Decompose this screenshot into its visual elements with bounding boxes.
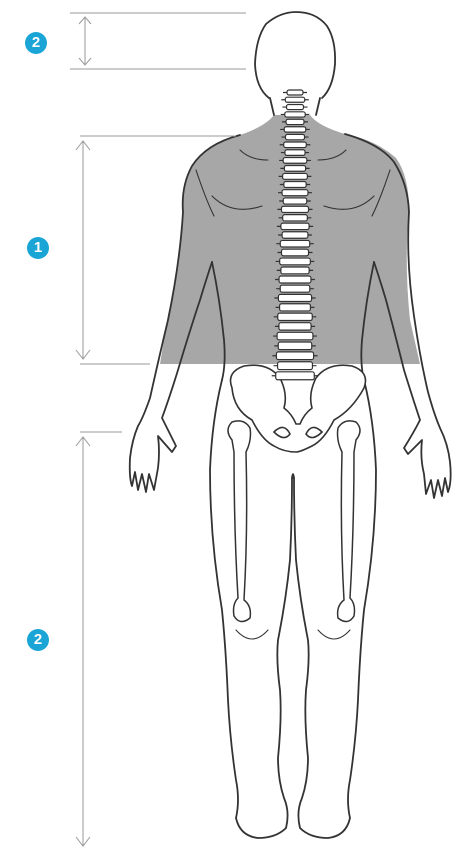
vertebra	[280, 304, 311, 311]
vertebra	[280, 258, 311, 265]
vertebra	[277, 332, 313, 340]
vertebra	[281, 223, 309, 229]
crotch-outline	[292, 474, 294, 478]
vertebra	[283, 158, 307, 164]
vertebra	[282, 232, 308, 238]
vertebra	[286, 104, 303, 109]
vertebra	[278, 313, 312, 320]
vertebra	[282, 190, 308, 196]
vertebra	[284, 182, 306, 188]
double-arrow-icon	[76, 141, 90, 359]
vertebra	[283, 173, 308, 179]
vertebra	[281, 267, 309, 274]
measurement-guides	[70, 13, 246, 846]
vertebra	[285, 150, 305, 156]
vertebra	[281, 249, 308, 256]
head-outline	[255, 12, 335, 98]
vertebra	[283, 198, 306, 204]
vertebra	[283, 215, 308, 221]
zone-badge-legs: 2	[27, 629, 49, 651]
vertebra	[278, 362, 313, 370]
zone-badge-head: 2	[25, 32, 47, 54]
vertebra	[284, 142, 307, 148]
vertebra	[278, 294, 311, 301]
vertebra	[276, 372, 315, 380]
vertebra	[285, 112, 306, 117]
double-arrow-icon	[79, 17, 91, 65]
vertebra	[286, 119, 304, 124]
vertebra	[280, 285, 310, 292]
vertebra	[281, 206, 308, 212]
vertebra	[279, 323, 311, 330]
knee-lines	[236, 630, 350, 639]
vertebra	[285, 134, 304, 139]
vertebra	[284, 165, 305, 171]
vertebra	[276, 352, 313, 360]
vertebra	[284, 127, 306, 132]
vertebra	[279, 276, 311, 283]
double-arrow-icon	[76, 437, 90, 846]
vertebra	[285, 97, 305, 102]
vertebra	[278, 342, 312, 350]
vertebra	[287, 90, 303, 95]
vertebra	[280, 240, 309, 247]
zone-badge-torso: 1	[27, 237, 49, 259]
